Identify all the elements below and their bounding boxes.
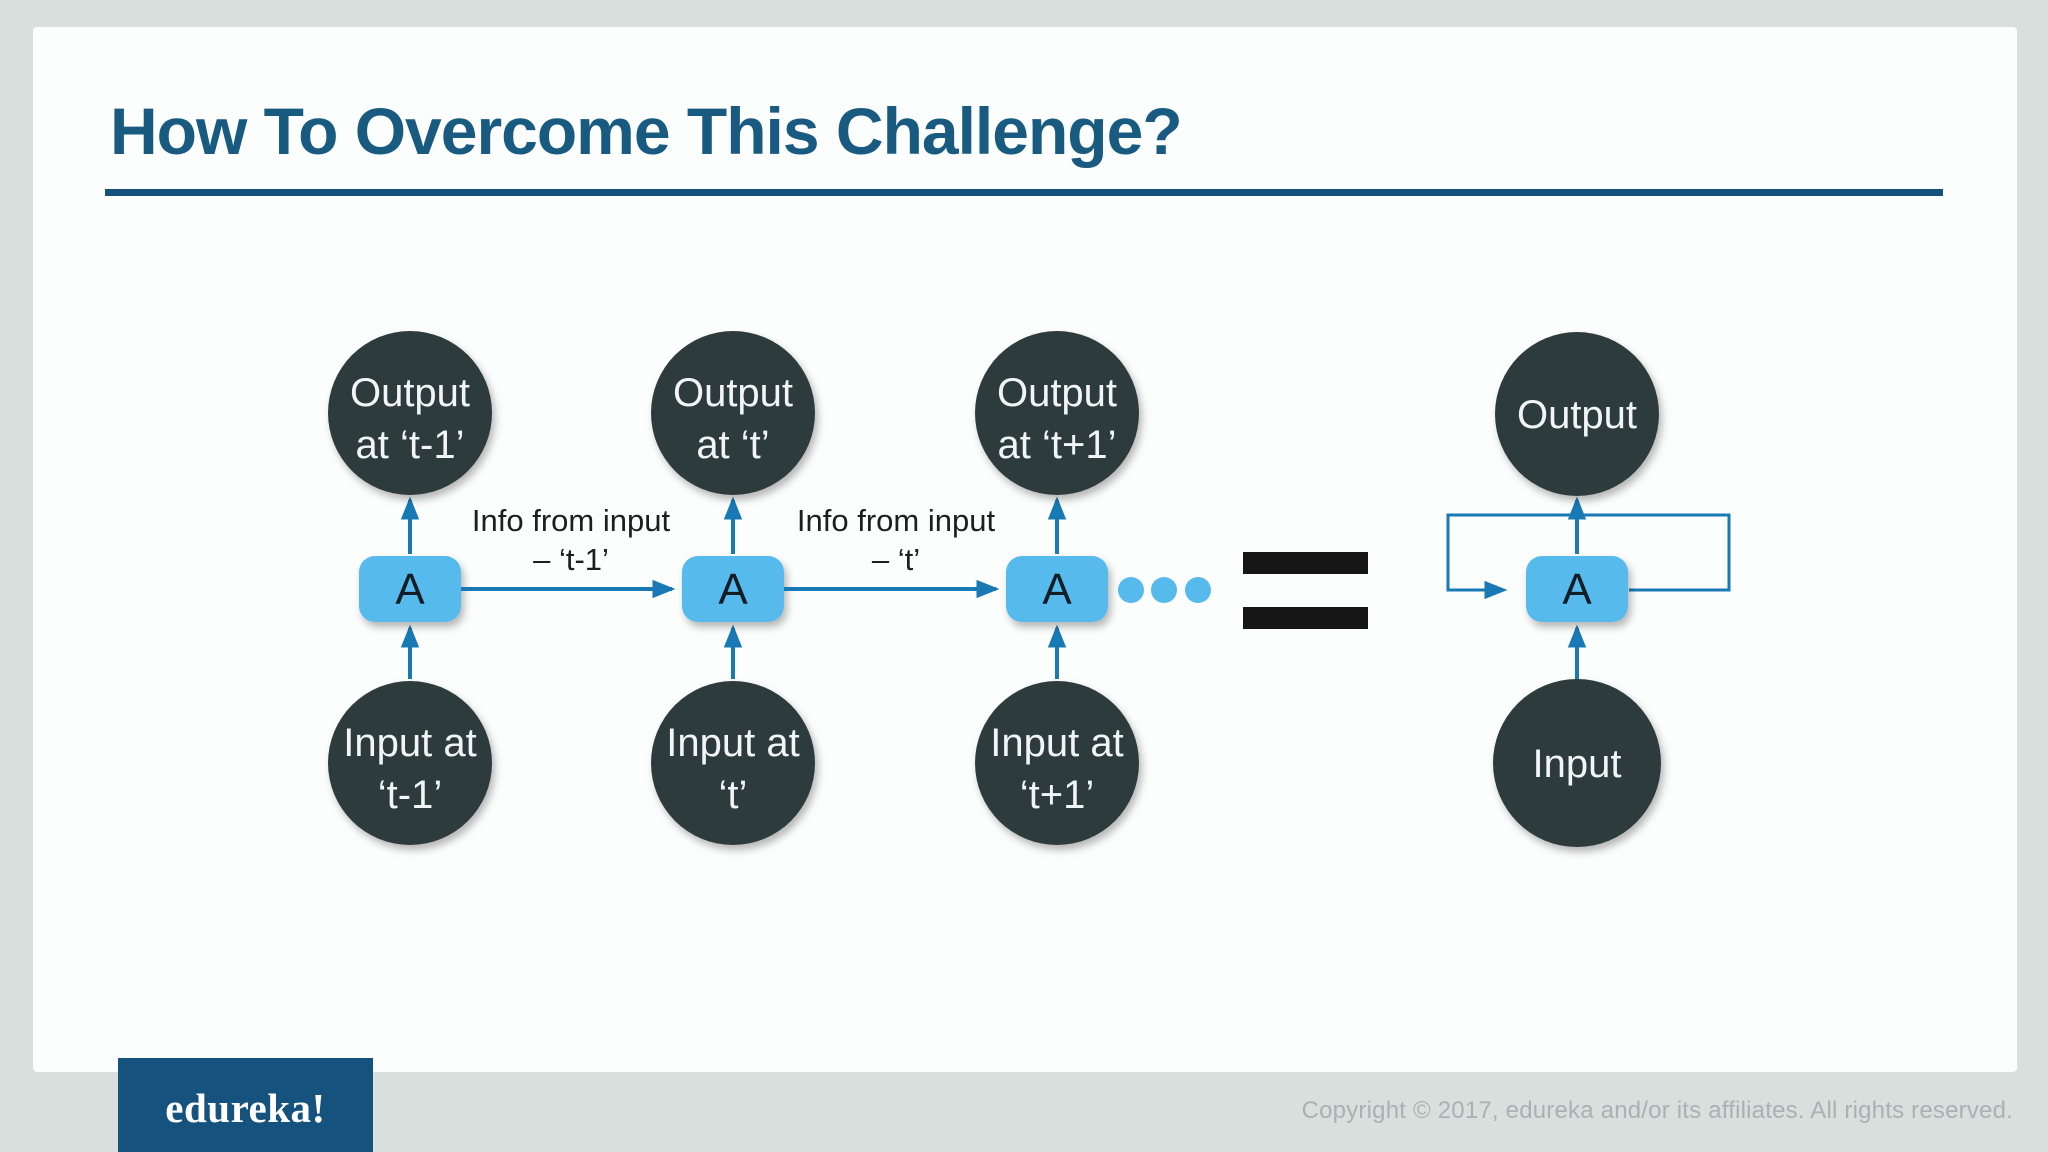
unit-box <box>359 556 461 622</box>
input-node-label-line1: Input at <box>666 721 799 765</box>
output-node-label-line2: at ‘t-1’ <box>356 423 465 467</box>
ellipsis-dot <box>1185 577 1211 603</box>
output-node-label: Output <box>1517 393 1637 437</box>
transition-label-1-line1: Info from input <box>472 503 671 538</box>
unrolled-column-t-minus-1: Output at ‘t-1’ A Input at ‘t-1’ <box>328 331 492 845</box>
transition-label-1-line2: – ‘t-1’ <box>533 542 609 577</box>
unit-box <box>682 556 784 622</box>
unrolled-column-t-plus-1: Output at ‘t+1’ A Input at ‘t+1’ <box>975 331 1139 845</box>
output-node <box>975 331 1139 495</box>
input-node-label-line2: ‘t’ <box>719 773 748 817</box>
input-node <box>1493 679 1661 847</box>
input-node <box>651 681 815 845</box>
copyright-text: Copyright © 2017, edureka and/or its aff… <box>1301 1097 2013 1124</box>
unit-label: A <box>395 565 425 614</box>
output-node <box>328 331 492 495</box>
input-node-label-line2: ‘t+1’ <box>1020 773 1095 817</box>
output-node <box>1495 332 1659 496</box>
input-node-label-line2: ‘t-1’ <box>378 773 442 817</box>
ellipsis-dot <box>1151 577 1177 603</box>
equals-icon <box>1243 552 1368 629</box>
recurrent-loop-arrow <box>1446 513 1731 600</box>
unit-box <box>1006 556 1108 622</box>
input-node <box>328 681 492 845</box>
transition-label-2-line1: Info from input <box>797 503 996 538</box>
output-node-label-line1: Output <box>673 371 793 415</box>
input-node-label-line1: Input at <box>343 721 476 765</box>
output-node-label-line1: Output <box>350 371 470 415</box>
output-node-label-line2: at ‘t+1’ <box>998 423 1117 467</box>
title-underline <box>105 189 1943 196</box>
equals-bar-bottom <box>1243 607 1368 629</box>
unrolled-column-t: Output at ‘t’ A Input at ‘t’ <box>651 331 815 845</box>
ellipsis-icon <box>1118 577 1211 603</box>
unit-label: A <box>718 565 748 614</box>
transition-label-2-line2: – ‘t’ <box>872 542 920 577</box>
slide-background <box>33 27 2017 1072</box>
output-node-label-line2: at ‘t’ <box>696 423 769 467</box>
output-node <box>651 331 815 495</box>
edureka-logo-text: edureka! <box>165 1085 326 1131</box>
edureka-logo: edureka! <box>118 1058 373 1152</box>
output-node-label-line1: Output <box>997 371 1117 415</box>
input-node-label-line1: Input at <box>990 721 1123 765</box>
unit-label: A <box>1562 565 1592 614</box>
unit-label: A <box>1042 565 1072 614</box>
rolled-unit: Output A Input <box>1446 332 1731 847</box>
equals-bar-top <box>1243 552 1368 574</box>
input-node-label: Input <box>1533 742 1622 786</box>
page-title: How To Overcome This Challenge? <box>110 94 1183 168</box>
unit-box <box>1526 556 1628 622</box>
input-node <box>975 681 1139 845</box>
ellipsis-dot <box>1118 577 1144 603</box>
